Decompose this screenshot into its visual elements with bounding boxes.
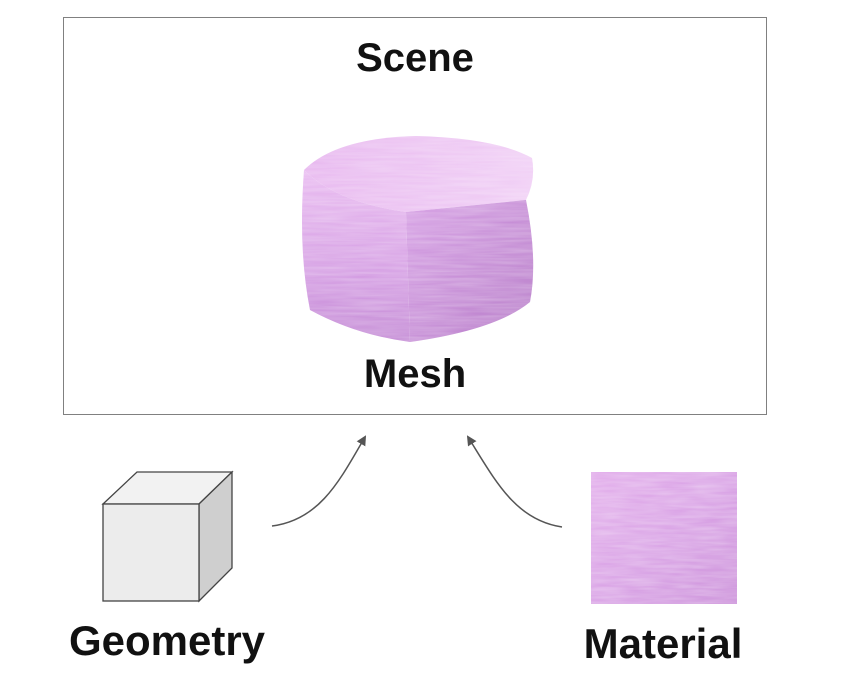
arrow-material-to-mesh [466,435,563,528]
fur-cube-shape [302,136,534,342]
fur-cube-mesh-image [302,136,534,342]
arrow-geometry-to-mesh [271,435,367,527]
scene-title: Scene [356,36,474,80]
geometry-label: Geometry [68,617,266,664]
mesh-label: Mesh [363,352,467,396]
material-label: Material [583,620,743,667]
geometry-cube-icon [101,470,234,603]
material-texture-swatch [591,472,737,604]
